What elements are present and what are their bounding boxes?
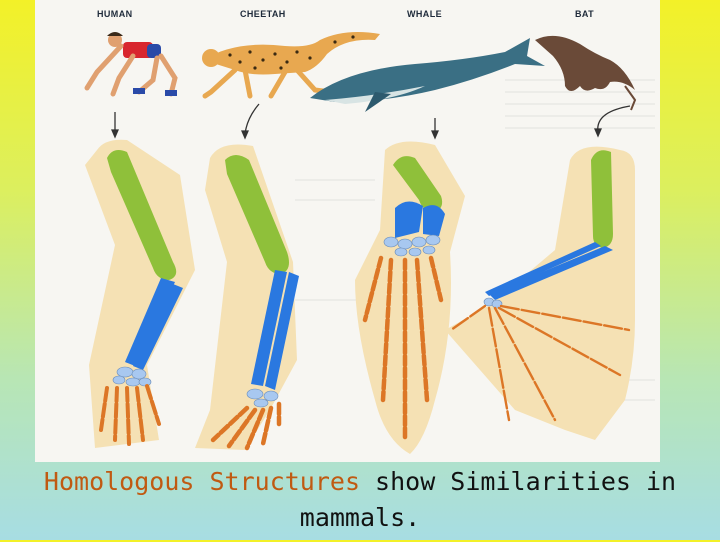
cheetah-radius	[251, 270, 287, 386]
whale-limb	[355, 141, 465, 454]
human-humerus	[107, 150, 177, 280]
whale-carpals	[383, 234, 441, 257]
human-illustration	[84, 32, 178, 97]
cheetah-carpals	[246, 388, 279, 408]
bat-ulna	[485, 242, 601, 296]
human-radius	[125, 278, 175, 366]
label-bat: BAT	[575, 9, 594, 19]
label-cheetah: CHEETAH	[240, 9, 286, 19]
human-phalanges	[99, 384, 161, 446]
label-whale: WHALE	[407, 9, 442, 19]
homology-figure: HUMAN CHEETAH WHALE BAT	[35, 0, 660, 462]
label-human: HUMAN	[97, 9, 133, 19]
whale-ulna	[423, 205, 445, 236]
caption: Homologous Structures show Similarities …	[0, 462, 720, 542]
cheetah-illustration	[202, 32, 380, 99]
cheetah-phalanges	[210, 401, 282, 451]
figure-svg: HUMAN CHEETAH WHALE BAT	[35, 0, 660, 462]
caption-line-1: Homologous Structures show Similarities …	[0, 464, 720, 500]
whale-illustration	[310, 38, 545, 112]
human-limb	[85, 139, 195, 448]
whale-radius	[395, 201, 423, 238]
human-carpals	[112, 366, 152, 387]
caption-rest: show Similarities in	[360, 467, 677, 496]
bat-carpals	[483, 297, 503, 309]
bat-humerus	[591, 150, 613, 248]
caption-emphasis: Homologous Structures	[43, 467, 360, 496]
bat-illustration	[535, 35, 637, 111]
bat-radius	[489, 246, 613, 300]
cheetah-humerus	[225, 155, 289, 274]
bat-phalanges	[449, 304, 631, 422]
caption-line-2: mammals.	[299, 503, 421, 532]
bat-limb	[445, 146, 635, 440]
down-arrows	[111, 103, 631, 140]
whale-humerus	[393, 156, 443, 212]
cheetah-limb	[195, 144, 299, 451]
whale-phalanges	[362, 255, 444, 443]
human-ulna	[133, 284, 183, 370]
cheetah-ulna	[265, 272, 299, 390]
